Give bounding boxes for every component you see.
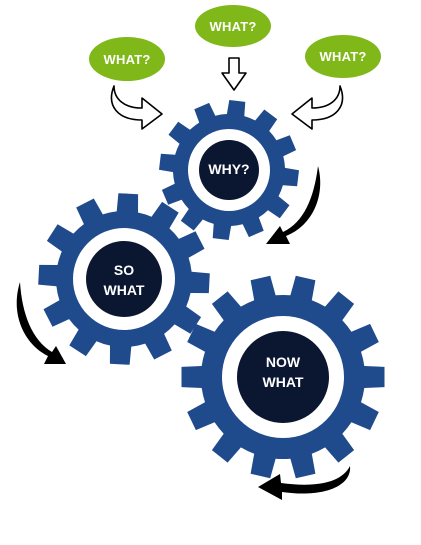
what-bubble: WHAT? [89,37,165,81]
outlined-arrow-icon [221,57,247,91]
gear-why-line: WHY? [208,161,250,177]
curved-arrow-icon [16,282,67,364]
what-bubble-label: WHAT? [103,51,151,67]
gear-so-what-hub [86,241,162,317]
outlined-arrow-icon [110,85,163,130]
curved-arrow-icon [258,466,351,500]
gear-why-hub [199,140,259,200]
what-bubble: WHAT? [305,35,381,78]
gear-now-what-line: WHAT [262,374,304,390]
outlined-arrow-icon [291,85,344,130]
gear-so-what-line: SO [113,262,135,278]
gear-now-what-hub [237,331,329,423]
what-bubble: WHAT? [195,5,271,47]
gear-label-so-what: SO WHAT [94,260,154,300]
gear-so-what-line: WHAT [103,282,145,298]
gear-label-now-what: NOW WHAT [250,352,316,392]
gear-label-why: WHY? [199,160,259,178]
what-bubble-label: WHAT? [209,18,257,34]
gear-now-what-line: NOW [265,354,301,370]
what-bubble-label: WHAT? [319,49,367,64]
curved-arrow-icon [266,166,321,244]
